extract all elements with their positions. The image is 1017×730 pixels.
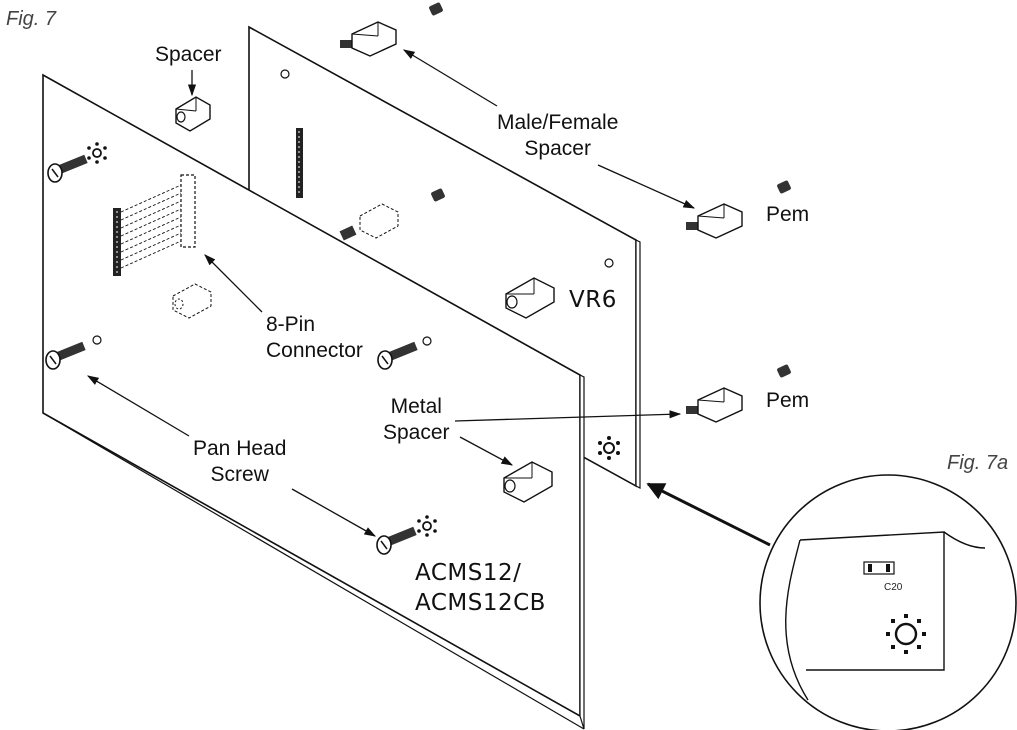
pan-head-screw-middle xyxy=(377,341,418,370)
label-metal-line1: Metal xyxy=(390,395,442,418)
vr6-header-connector xyxy=(296,128,303,198)
arrow-pan-head-down xyxy=(291,488,377,537)
detail-ground-symbol xyxy=(886,614,926,654)
detail-circle xyxy=(759,474,1017,730)
acms12-board xyxy=(42,73,585,730)
stud-hidden xyxy=(339,225,357,241)
vr6-ground-symbol xyxy=(598,436,620,460)
pan-head-screw-top-left xyxy=(47,154,88,183)
male-female-spacer-bottom xyxy=(686,387,743,423)
label-acms12-line1: ACMS12/ xyxy=(415,560,522,586)
label-male-female-line2: Spacer xyxy=(524,137,591,160)
label-male-female-spacer: Male/Female Spacer xyxy=(497,110,618,162)
pem-top xyxy=(429,2,443,16)
acms12-ground-symbol-bottom xyxy=(417,515,437,537)
capacitor-c20 xyxy=(863,561,895,575)
label-metal-line2: Spacer xyxy=(383,421,450,444)
pem-middle xyxy=(431,188,445,202)
arrow-male-female-up xyxy=(402,49,498,107)
label-pan-head-screw: Pan Head Screw xyxy=(193,436,286,488)
label-pem-bottom: Pem xyxy=(766,389,810,412)
pem-right-bottom xyxy=(777,364,791,378)
pan-head-screw-bottom-right xyxy=(376,526,417,555)
pan-head-screw-bottom-left xyxy=(45,341,86,370)
eight-pin-connector xyxy=(120,174,196,269)
label-vr6: VR6 xyxy=(569,287,617,313)
arrow-metal-spacer-down xyxy=(459,436,514,466)
leader-arrows xyxy=(86,49,696,537)
metal-spacer-acms xyxy=(503,461,553,503)
label-pan-head-line1: Pan Head xyxy=(193,437,287,460)
spacer-top xyxy=(175,96,211,132)
detail-pointer-arrow xyxy=(646,482,771,547)
label-c20: C20 xyxy=(884,582,903,593)
male-female-spacer-middle xyxy=(686,203,743,239)
male-female-spacer-top xyxy=(340,21,397,57)
label-spacer: Spacer xyxy=(155,43,222,66)
acms12-header-connector xyxy=(113,208,121,276)
arrow-pan-head-up xyxy=(86,375,190,437)
pem-right-top xyxy=(777,180,791,194)
label-acms12: ACMS12/ ACMS12CB xyxy=(415,558,546,618)
label-8-pin-line2: Connector xyxy=(266,339,363,362)
arrow-metal-spacer-right xyxy=(454,410,682,422)
acms12-ground-symbol-top xyxy=(87,142,107,164)
label-pan-head-line2: Screw xyxy=(210,463,269,486)
figure-7-label: Fig. 7 xyxy=(6,8,57,30)
spacer-hidden-vr6 xyxy=(359,203,399,239)
detail-callout xyxy=(646,474,1017,730)
label-8-pin-line1: 8-Pin xyxy=(266,313,316,336)
arrow-8pin xyxy=(204,254,263,313)
spacer-hidden xyxy=(172,283,212,319)
label-8-pin-connector: 8-Pin Connector xyxy=(266,312,363,364)
label-acms12-line2: ACMS12CB xyxy=(415,590,546,616)
label-male-female-line1: Male/Female xyxy=(497,111,619,134)
label-pem-top: Pem xyxy=(766,203,810,226)
arrow-male-female-down xyxy=(597,164,696,209)
label-metal-spacer: Metal Spacer xyxy=(383,394,450,446)
metal-spacer-vr6 xyxy=(505,277,555,319)
figure-7a-label: Fig. 7a xyxy=(947,452,1009,474)
